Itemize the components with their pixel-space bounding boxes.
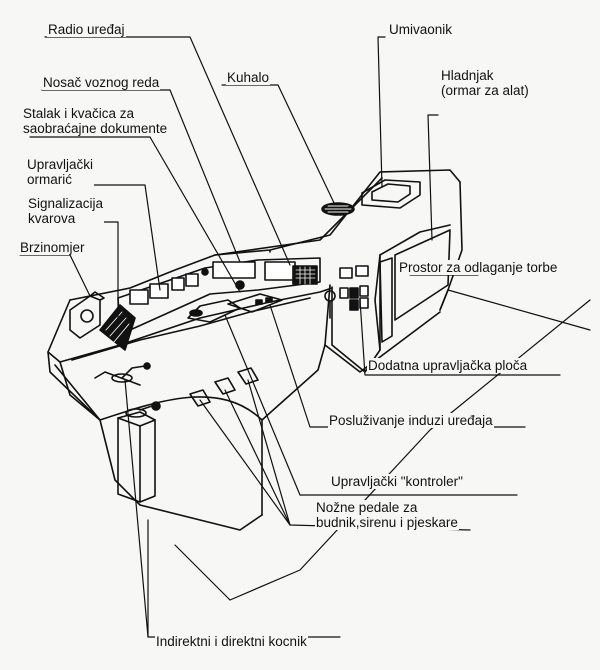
label-radio: Radio uređaj <box>47 22 126 37</box>
label-stalak: Stalak i kvačica za saobraćajne dokument… <box>22 106 169 136</box>
label-kuhalo: Kuhalo <box>226 70 271 85</box>
extra-control-panel <box>324 265 369 319</box>
fault-signal-panel <box>99 304 136 351</box>
cooker-plate <box>321 202 355 216</box>
label-prostor: Prostor za odlaganje torbe <box>398 260 559 275</box>
label-posluzivanje: Posluživanje induzi uređaja <box>328 413 494 428</box>
label-kontroler: Upravljački "kontroler" <box>330 474 464 489</box>
label-umivaonik: Umivaonik <box>388 22 454 37</box>
foot-pedals <box>189 367 259 407</box>
label-upravljacki-ormaric: Upravljački ormarić <box>26 157 95 187</box>
label-nosac: Nosač voznog reda <box>42 75 161 90</box>
label-brzinomjer: Brzinomjer <box>19 240 86 255</box>
label-kocnik: Indirektni i direktni kocnik <box>155 634 308 649</box>
label-dodatna: Dodatna upravljačka ploča <box>367 358 529 373</box>
label-hladnjak: Hladnjak (ormar za alat) <box>440 68 530 98</box>
washbasin-sink <box>361 179 421 209</box>
instrument-panel <box>117 257 321 331</box>
label-signalizacija: Signalizacija kvarova <box>27 196 105 226</box>
brake-cylinder <box>117 401 161 503</box>
main-controller <box>187 293 283 323</box>
label-pedale: Nožne pedale za budnik,sirenu i pjeskare <box>315 500 459 530</box>
brake-handles <box>94 362 151 386</box>
